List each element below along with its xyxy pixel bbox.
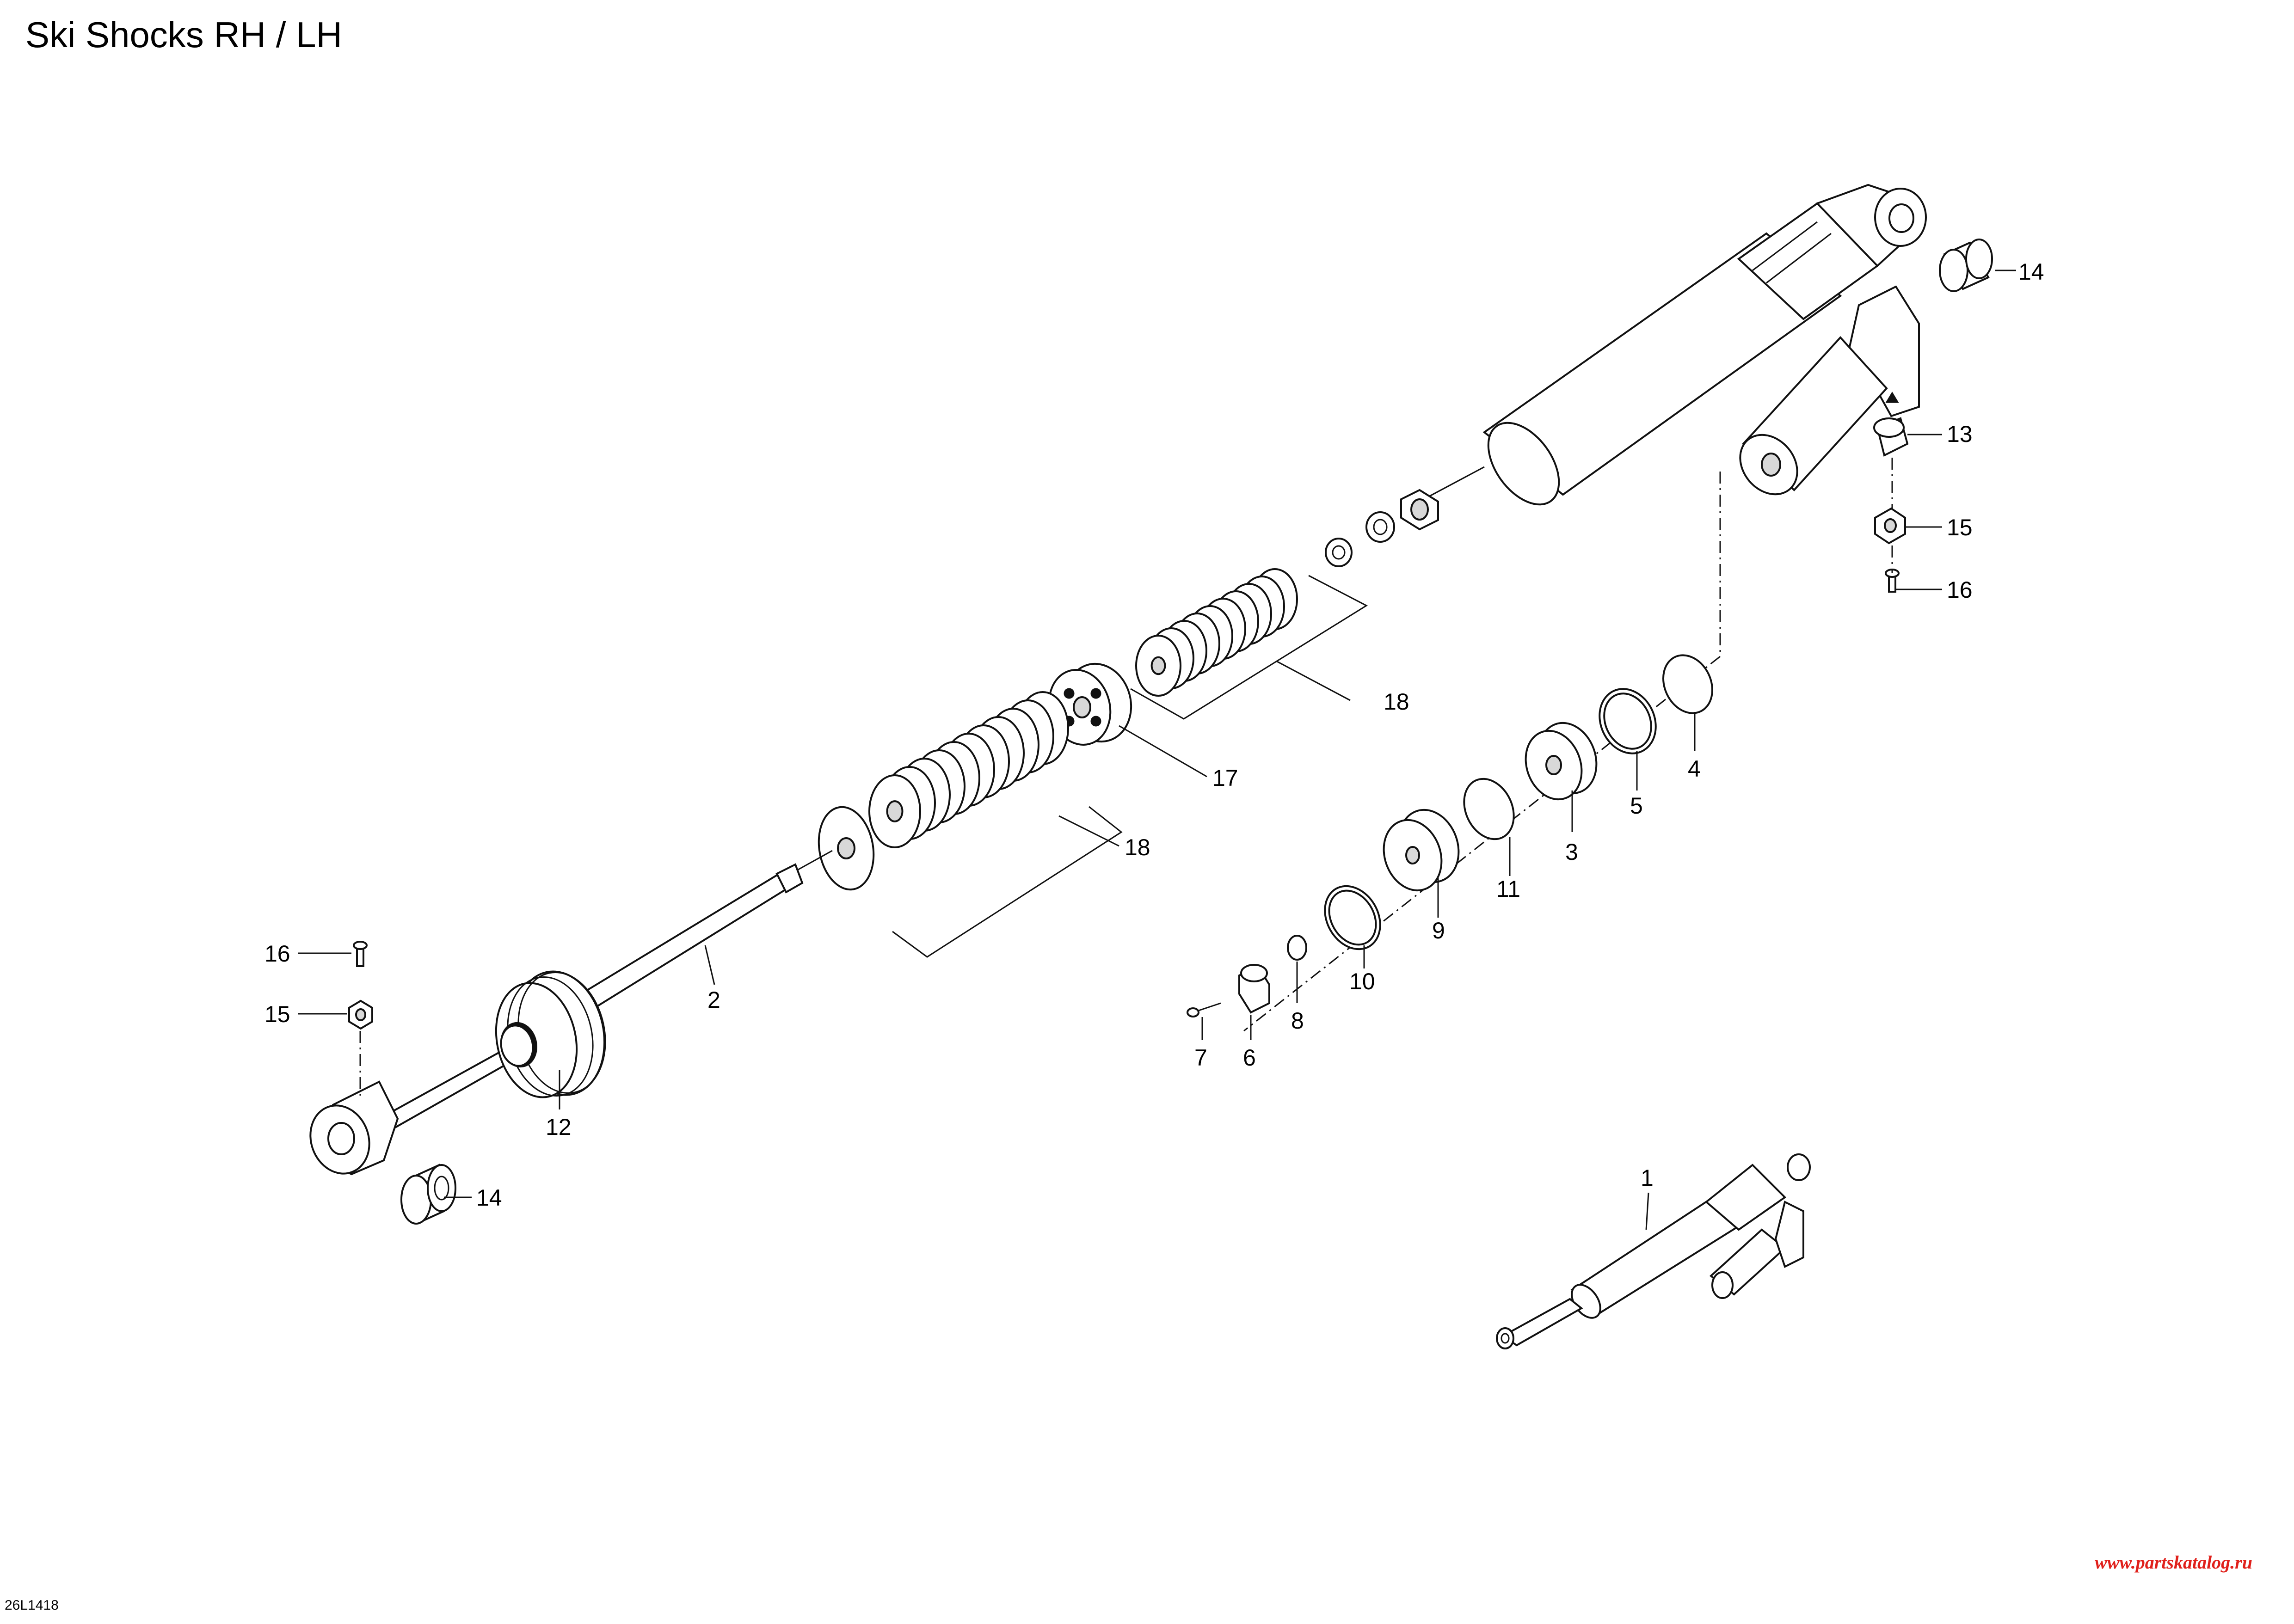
bushing-upper	[1939, 239, 1993, 292]
shock-shaft	[357, 850, 833, 1143]
callout-18-upper: 18	[1384, 689, 1409, 715]
callout-7: 7	[1194, 1045, 1207, 1071]
reservoir-piston	[1525, 722, 1598, 801]
reservoir-nut	[1874, 507, 1906, 545]
callout-3: 3	[1565, 839, 1578, 865]
reservoir-circlip	[1599, 688, 1657, 754]
callout-2: 2	[707, 987, 720, 1013]
callout-12: 12	[546, 1114, 572, 1140]
callout-18-lower: 18	[1125, 834, 1150, 860]
spring-bore	[886, 800, 904, 822]
callout-17: 17	[1212, 765, 1238, 791]
shock-body	[1482, 184, 1927, 506]
spring-bore	[1150, 656, 1166, 675]
valve-cap	[1238, 964, 1270, 1014]
figure-code: 26L1418	[5, 1598, 59, 1613]
seal-head	[495, 970, 606, 1098]
callout-16-lower: 16	[264, 941, 290, 967]
shaft-eyelet	[309, 1080, 399, 1176]
callout-14-upper: 14	[2018, 259, 2044, 285]
bladder-disc	[1463, 778, 1515, 840]
callout-6: 6	[1243, 1045, 1256, 1071]
watermark: www.partskatalog.ru	[2095, 1552, 2252, 1573]
callout-8: 8	[1291, 1008, 1304, 1034]
eyelet-screw	[353, 941, 368, 967]
callout-14-lower: 14	[476, 1185, 502, 1211]
spring-washer	[818, 806, 875, 891]
bushing-lower	[400, 1164, 456, 1225]
callout-15-lower: 15	[264, 1001, 290, 1027]
washer-a	[1365, 511, 1395, 543]
callout-4: 4	[1688, 756, 1701, 782]
reservoir-diaphragm	[1662, 654, 1713, 714]
valve-piston	[1383, 809, 1460, 892]
shock-assembly-thumbnail	[1496, 1153, 1811, 1349]
leader-lines	[298, 270, 2016, 1230]
callouts: 1 2 3 4 5 6 7 8 9 10 11 12 13 14 14 15 1…	[264, 259, 2044, 1211]
reservoir-cap	[1873, 417, 1909, 457]
spring-stack-upper	[1135, 568, 1298, 697]
washer-b	[1325, 538, 1353, 567]
spring-stack-lower	[868, 691, 1069, 848]
callout-15-upper: 15	[1947, 515, 1973, 540]
callout-13: 13	[1947, 421, 1973, 447]
callout-1: 1	[1641, 1165, 1654, 1191]
page-title: Ski Shocks RH / LH	[25, 14, 342, 55]
callout-16-upper: 16	[1947, 577, 1973, 603]
valve-screw	[1187, 1002, 1221, 1017]
callout-5: 5	[1630, 793, 1643, 819]
callout-10: 10	[1349, 968, 1375, 994]
callout-11: 11	[1496, 876, 1520, 902]
valve-circlip	[1324, 885, 1381, 950]
o-ring	[1287, 935, 1307, 961]
eyelet-nut	[348, 999, 373, 1030]
callout-9: 9	[1432, 918, 1445, 944]
nut	[1400, 489, 1439, 531]
